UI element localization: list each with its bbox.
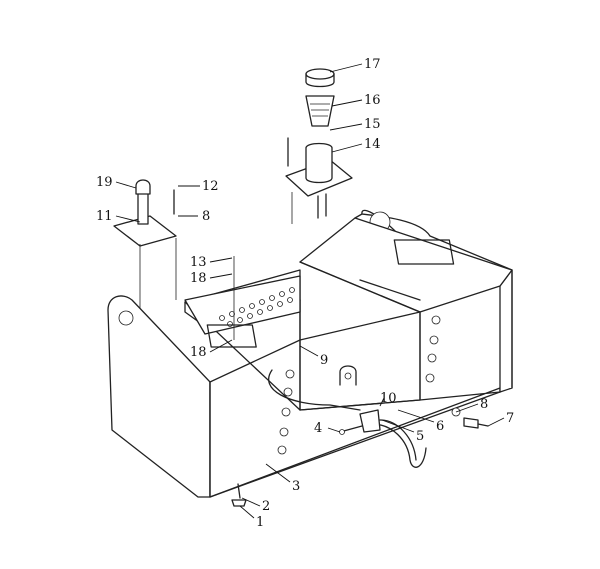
tank-body [107, 209, 513, 498]
svg-text:2: 2 [262, 499, 270, 514]
callout-1: 1 [239, 505, 264, 530]
side-bolts [425, 315, 441, 383]
filler-cap [305, 68, 335, 80]
svg-text:9: 9 [320, 353, 328, 368]
callout-14: 14 [331, 137, 381, 153]
mesh-holes [219, 287, 295, 327]
callout-16: 16 [331, 93, 381, 108]
svg-text:16: 16 [364, 93, 381, 108]
callout-5: 5 [381, 419, 424, 444]
svg-text:18: 18 [190, 271, 207, 286]
lifting-lug-hole-left [118, 310, 134, 326]
filler-neck [305, 142, 333, 184]
svg-text:18: 18 [190, 345, 207, 360]
callout-12: 12 [178, 179, 219, 194]
callout-19: 19 [96, 175, 137, 190]
callout-7: 7 [487, 411, 514, 427]
svg-text:11: 11 [96, 209, 113, 224]
svg-text:6: 6 [436, 419, 444, 434]
front-wall [209, 339, 501, 498]
strainer-basket [305, 95, 335, 127]
callout-8-top: 8 [178, 209, 210, 224]
top-port-left [206, 324, 257, 348]
callout-15: 15 [329, 117, 381, 132]
right-end-plate [361, 209, 513, 393]
svg-text:19: 19 [96, 175, 113, 190]
callout-2: 2 [241, 497, 270, 514]
svg-text:7: 7 [506, 411, 514, 426]
callout-8-right: 8 [455, 397, 488, 413]
svg-text:4: 4 [314, 421, 322, 436]
callout-4: 4 [314, 421, 341, 436]
callout-18-top: 18 [190, 271, 233, 286]
svg-text:3: 3 [292, 479, 300, 494]
drain-plug [231, 483, 247, 507]
baffle-mesh [184, 275, 301, 335]
svg-text:15: 15 [364, 117, 381, 132]
callout-6: 6 [397, 409, 444, 434]
svg-text:13: 13 [190, 255, 207, 270]
svg-text:12: 12 [202, 179, 219, 194]
callout-3: 3 [265, 463, 300, 494]
front-bolts [277, 369, 295, 455]
svg-text:10: 10 [380, 391, 397, 406]
svg-text:8: 8 [480, 397, 488, 412]
drain-filter [359, 409, 381, 433]
drain-assembly [268, 369, 427, 468]
callout-9: 9 [299, 345, 328, 368]
callout-11: 11 [96, 209, 141, 224]
svg-text:8: 8 [202, 209, 210, 224]
svg-text:14: 14 [364, 137, 381, 152]
top-port-right [393, 239, 455, 265]
sensor-flange-assembly [113, 179, 177, 247]
svg-text:1: 1 [256, 515, 264, 530]
assembly-lines [139, 192, 293, 340]
callout-13: 13 [190, 255, 233, 270]
left-end-plate [107, 295, 211, 498]
callout-18-bottom: 18 [190, 339, 233, 360]
callout-10: 10 [379, 391, 397, 407]
svg-text:17: 17 [364, 57, 381, 72]
callout-17: 17 [329, 57, 381, 73]
callouts: 17 16 15 14 19 12 11 8 13 18 18 9 10 6 5… [96, 57, 514, 530]
filler-assembly [285, 68, 353, 219]
svg-text:5: 5 [416, 429, 424, 444]
